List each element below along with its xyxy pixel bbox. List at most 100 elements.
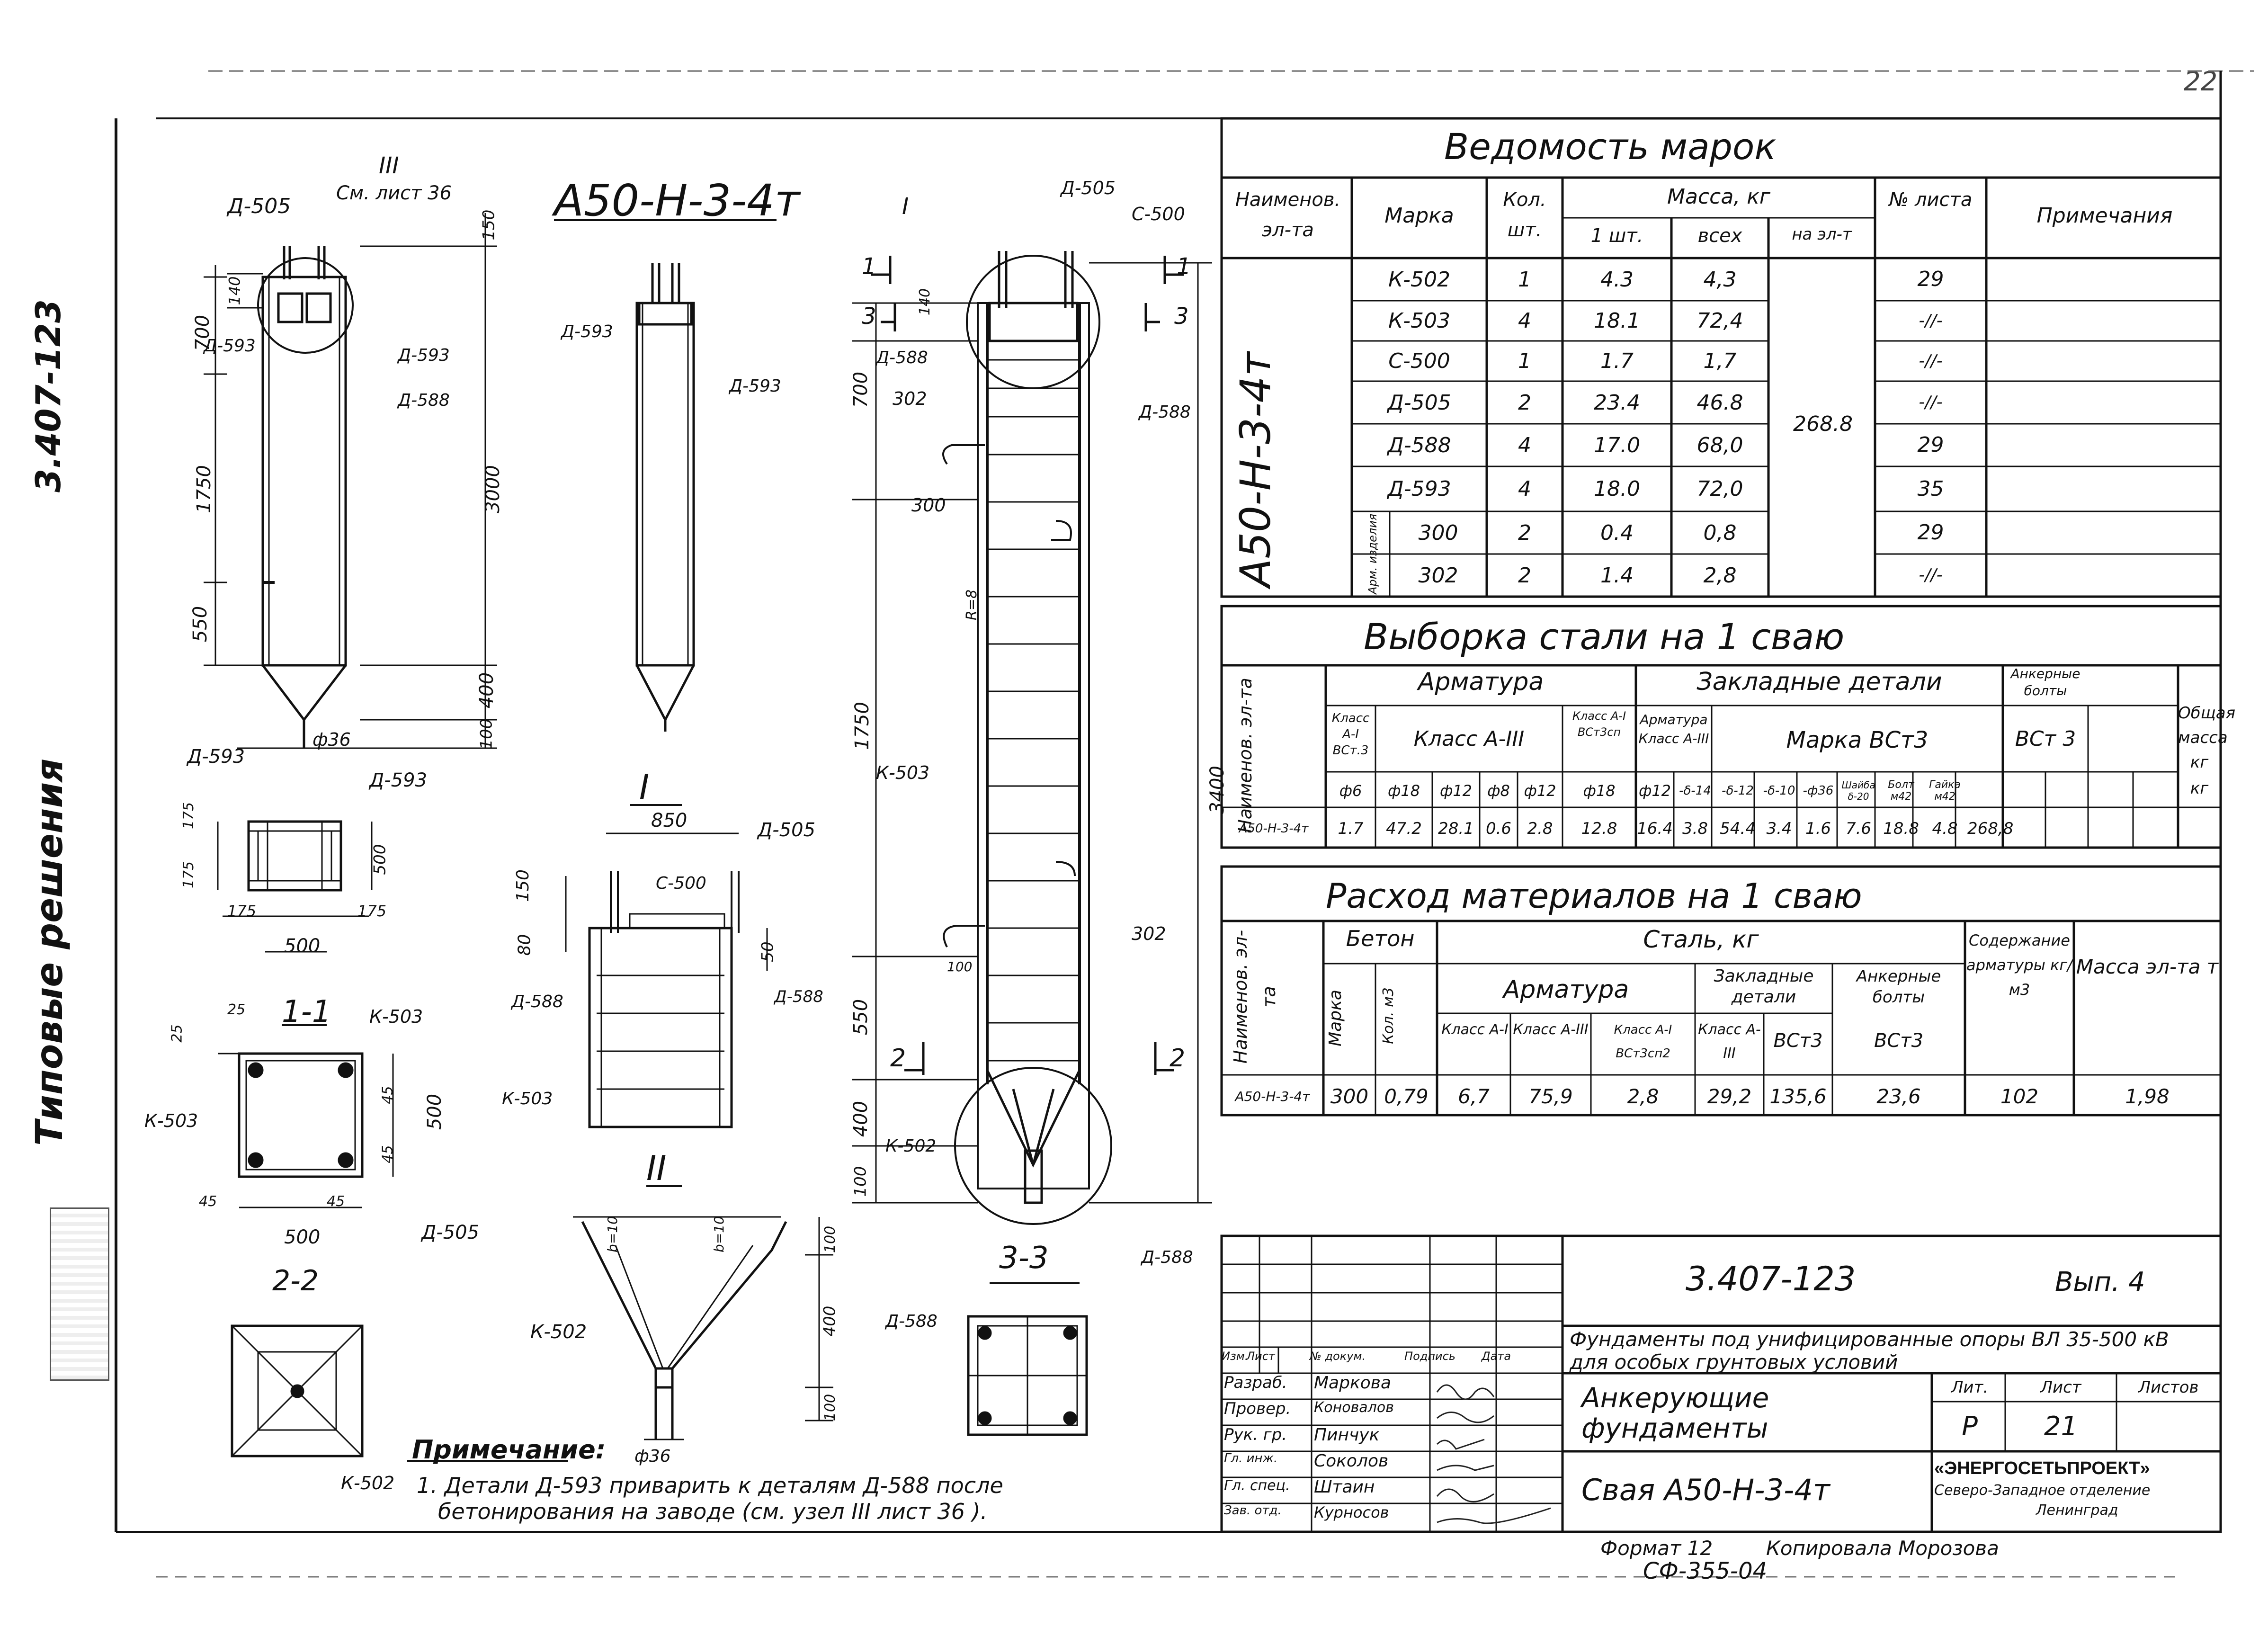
cell-mark: 302	[1418, 563, 1458, 588]
stamp-name: Пинчук	[1314, 1425, 1380, 1445]
dim-phi36: ф36	[634, 1447, 671, 1466]
section-mark-1: 1	[862, 253, 876, 280]
col-header-mass: Масса, кг	[1667, 185, 1770, 209]
dim-550: 550	[189, 606, 212, 643]
section-title-3-3: 3-3	[999, 1241, 1049, 1276]
label-k503: К-503	[502, 1089, 553, 1109]
vedomost-sheet-col: 29 -//- -//- -//- 29 35 29 -//-	[1875, 258, 1986, 597]
side-stamp-box	[50, 1207, 109, 1381]
col-header-mass: Масса эл-та т	[2076, 955, 2219, 978]
label-d593: Д-593	[561, 322, 613, 341]
cell-a3: 75,9	[1528, 1084, 1573, 1108]
cell-val: 12.8	[1581, 819, 1617, 838]
stamp-roles: Разраб. Провер. Рук. гр. Гл. инж. Гл. сп…	[1224, 1373, 1314, 1529]
cell-one: 1.7	[1600, 349, 1634, 373]
dim-1750: 1750	[193, 465, 215, 513]
cell-one: 18.1	[1594, 309, 1640, 333]
col-header-marka: Марка	[1326, 990, 1345, 1046]
cell-a1b: 2,8	[1627, 1084, 1659, 1108]
cell-soder: 102	[2000, 1084, 2039, 1108]
section-title-1-1: 1-1	[282, 994, 331, 1029]
cell-sheet: 29	[1917, 433, 1944, 457]
dim-500: 500	[284, 1226, 321, 1248]
dim-500: 500	[424, 1093, 446, 1130]
dim-80: 80	[515, 934, 535, 956]
cell-kol: 0,79	[1384, 1084, 1429, 1108]
label-k502: К-502	[530, 1321, 587, 1343]
label-c500: С-500	[1132, 204, 1185, 224]
col-header-one: 1 шт.	[1590, 225, 1643, 247]
cell-vst3b: 23,6	[1876, 1084, 1921, 1108]
col-sub: ф12	[1439, 782, 1473, 800]
stamp-name: Соколов	[1314, 1451, 1389, 1471]
stamp-h-date: Дата	[1481, 1350, 1511, 1363]
cell-all: 46.8	[1697, 390, 1743, 415]
node-title-i: I	[639, 767, 650, 807]
dim-175: 175	[180, 861, 197, 889]
table-row: К-502 1 4.3 4,3	[1352, 258, 1875, 301]
cell-val: 3.8	[1682, 819, 1708, 838]
cell-qty: 4	[1518, 433, 1531, 457]
footer-format: Формат 12	[1600, 1537, 1713, 1560]
org-branch: Северо-Западное отделение	[1934, 1482, 2151, 1499]
dim-45: 45	[327, 1193, 345, 1210]
col-sub: ф8	[1487, 782, 1510, 800]
dim-3400: 3400	[1206, 766, 1228, 814]
cell-mark: 300	[1418, 520, 1458, 545]
cell-all: 72,4	[1697, 309, 1743, 333]
dim-3000: 3000	[482, 465, 504, 513]
cell-qty: 1	[1518, 349, 1531, 373]
dim-500: 500	[284, 935, 321, 957]
col-header-a3: Класс А-III	[1413, 727, 1525, 751]
cell-one: 0.4	[1600, 520, 1634, 545]
col-header-soder: Содержание арматуры кг/м3	[1966, 931, 2072, 999]
cell-val: 2.8	[1527, 819, 1553, 838]
cell-mark: Д-505	[1387, 390, 1451, 415]
stamp-role: Разраб.	[1224, 1373, 1287, 1392]
node-title-ii: II	[646, 1148, 667, 1188]
col-header-per: на эл-т	[1792, 225, 1852, 244]
stamp-role: Гл. инж.	[1224, 1451, 1278, 1466]
cell-mass: 1,98	[2125, 1084, 2170, 1108]
label-k503: К-503	[876, 762, 930, 783]
label-d593: Д-593	[187, 746, 245, 768]
col-sub: ф18	[1583, 782, 1616, 800]
doc-code: 3.407-123	[1686, 1260, 1856, 1298]
col-sub: -δ-12	[1722, 784, 1754, 798]
dim-175: 175	[357, 902, 387, 920]
table-title: Ведомость марок	[1444, 125, 1777, 168]
col-header-ank: Анкерные болты	[1856, 967, 1941, 1007]
cell-qty: 4	[1518, 477, 1531, 501]
drawing-name: Свая А50-Н-3-4т	[1581, 1473, 1830, 1507]
col-header-a1b: Класс А-I ВСт3сп	[1572, 709, 1626, 739]
section-title-2-2: 2-2	[272, 1264, 319, 1297]
cell-one: 18.0	[1594, 477, 1640, 501]
cell-mark: К-502	[1388, 267, 1451, 292]
label-d505: Д-505	[421, 1222, 480, 1243]
cell-one: 4.3	[1600, 267, 1634, 292]
stamp-name: Штаин	[1314, 1477, 1375, 1497]
section-mark-1: 1	[1177, 253, 1191, 280]
cell-mark: Д-588	[1387, 433, 1451, 457]
org-city: Ленинград	[2036, 1502, 2118, 1519]
dim-175: 175	[180, 802, 197, 830]
col-header-beton: Бетон	[1346, 926, 1415, 951]
cell-val: 28.1	[1438, 819, 1474, 838]
dim-175: 175	[227, 902, 257, 920]
cell-val: 18.8	[1883, 819, 1919, 838]
col-header-arm: Арматура	[1503, 975, 1629, 1004]
section-mark-2: 2	[1170, 1044, 1186, 1073]
label-k502: К-502	[341, 1473, 395, 1493]
col-header-note: Примечания	[2036, 204, 2173, 228]
label-b10: b=10	[604, 1216, 620, 1252]
table-row: 302 2 1.4 2,8	[1352, 554, 1875, 597]
label-d505: Д-505	[1061, 178, 1116, 198]
dim-140: 140	[917, 288, 934, 316]
cell-val: 1.7	[1338, 819, 1364, 838]
cell-all: 72,0	[1697, 477, 1743, 501]
col-sub: ф12	[1638, 782, 1671, 800]
col-header-a1: Класс А-I ВСт.3	[1331, 711, 1370, 758]
table-row: С-500 1 1.7 1,7	[1352, 341, 1875, 381]
cell-mark: Д-593	[1387, 477, 1451, 501]
